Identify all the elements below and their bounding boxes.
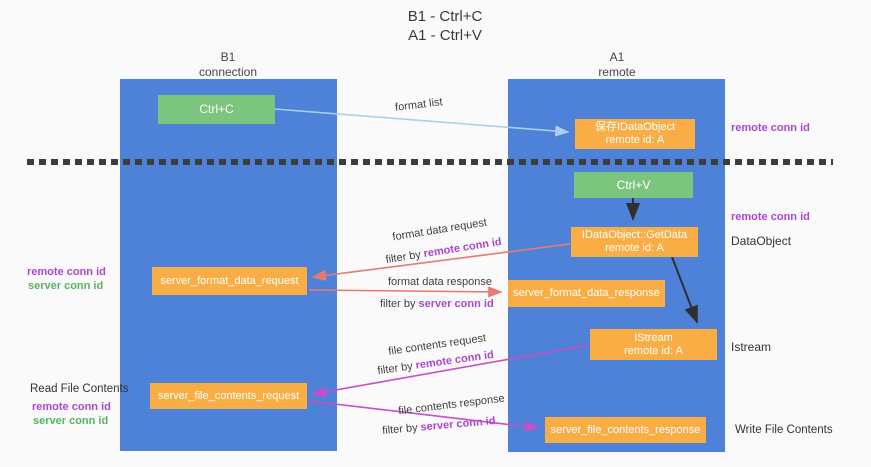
title-line-2: A1 - Ctrl+V [408, 27, 482, 44]
node-server-format-data-request-label: server_format_data_request [160, 274, 299, 287]
node-server-format-data-response-label: server_format_data_response [513, 287, 660, 299]
node-ctrl-c: Ctrl+C [158, 95, 275, 124]
node-istream-line1: IStream [634, 331, 673, 344]
right-label-dataobject: DataObject [731, 234, 792, 248]
node-ctrl-v: Ctrl+V [574, 172, 693, 198]
node-ctrl-v-label: Ctrl+V [616, 177, 651, 192]
left-server-conn-id-bottom: server conn id [33, 415, 109, 427]
filter-by-text: filter by [384, 248, 422, 267]
filter-by-text: filter by [380, 298, 416, 310]
right-remote-conn-id-top: remote conn id [731, 122, 810, 134]
column-b1-subtitle: connection [198, 65, 258, 79]
node-istream: IStream remote id: A [590, 329, 717, 360]
filter-by-text: filter by [381, 421, 419, 437]
node-getdata: IDataObject::GetData remote id: A [571, 227, 698, 257]
node-ctrl-c-label: Ctrl+C [199, 102, 234, 116]
left-server-conn-id-top: server conn id [28, 280, 104, 292]
node-getdata-line2: remote id: A [605, 242, 664, 254]
right-label-istream: Istream [731, 340, 772, 354]
left-remote-conn-id-bottom: remote conn id [32, 401, 111, 413]
column-b1-name: B1 [220, 50, 236, 64]
node-server-format-data-response: server_format_data_response [508, 280, 665, 307]
title-line-1: B1 - Ctrl+C [407, 8, 483, 25]
edge-label-format-list: format list [394, 96, 444, 114]
column-a1-name: A1 [609, 50, 625, 64]
column-header-b1: B1 connection [158, 50, 298, 80]
column-a1-subtitle: remote [598, 65, 636, 79]
node-save-idataobject-line1: 保存IDataObject [594, 121, 676, 133]
node-save-idataobject: 保存IDataObject remote id: A [575, 119, 695, 149]
node-server-file-contents-request: server_file_contents_request [150, 383, 307, 409]
edge-label-format-data-response: format data response [388, 276, 492, 288]
server-conn-id-tag: server conn id [420, 415, 496, 434]
arrow-format-data-response [308, 286, 503, 298]
right-label-write-file-contents: Write File Contents [735, 424, 833, 436]
dashed-divider [27, 159, 833, 165]
node-istream-line2: remote id: A [624, 344, 683, 357]
left-label-read-file-contents: Read File Contents [30, 383, 129, 395]
node-server-file-contents-request-label: server_file_contents_request [157, 389, 300, 402]
node-save-idataobject-line2: remote id: A [605, 134, 665, 146]
diagram-title: B1 - Ctrl+C A1 - Ctrl+V [355, 7, 535, 45]
filter-by-text: filter by [376, 360, 414, 378]
column-header-a1: A1 remote [547, 50, 687, 80]
node-server-format-data-request: server_format_data_request [152, 267, 307, 295]
node-server-file-contents-response: server_file_contents_response [545, 417, 706, 443]
edge-label-file-contents-response: file contents response [397, 392, 506, 418]
server-conn-id-tag: server conn id [418, 298, 494, 310]
node-server-file-contents-response-label: server_file_contents_response [550, 423, 701, 436]
left-remote-conn-id-top: remote conn id [27, 266, 106, 278]
node-getdata-line1: IDataObject::GetData [581, 229, 688, 241]
right-remote-conn-id-mid: remote conn id [731, 211, 810, 223]
remote-conn-id-tag: remote conn id [422, 235, 503, 261]
